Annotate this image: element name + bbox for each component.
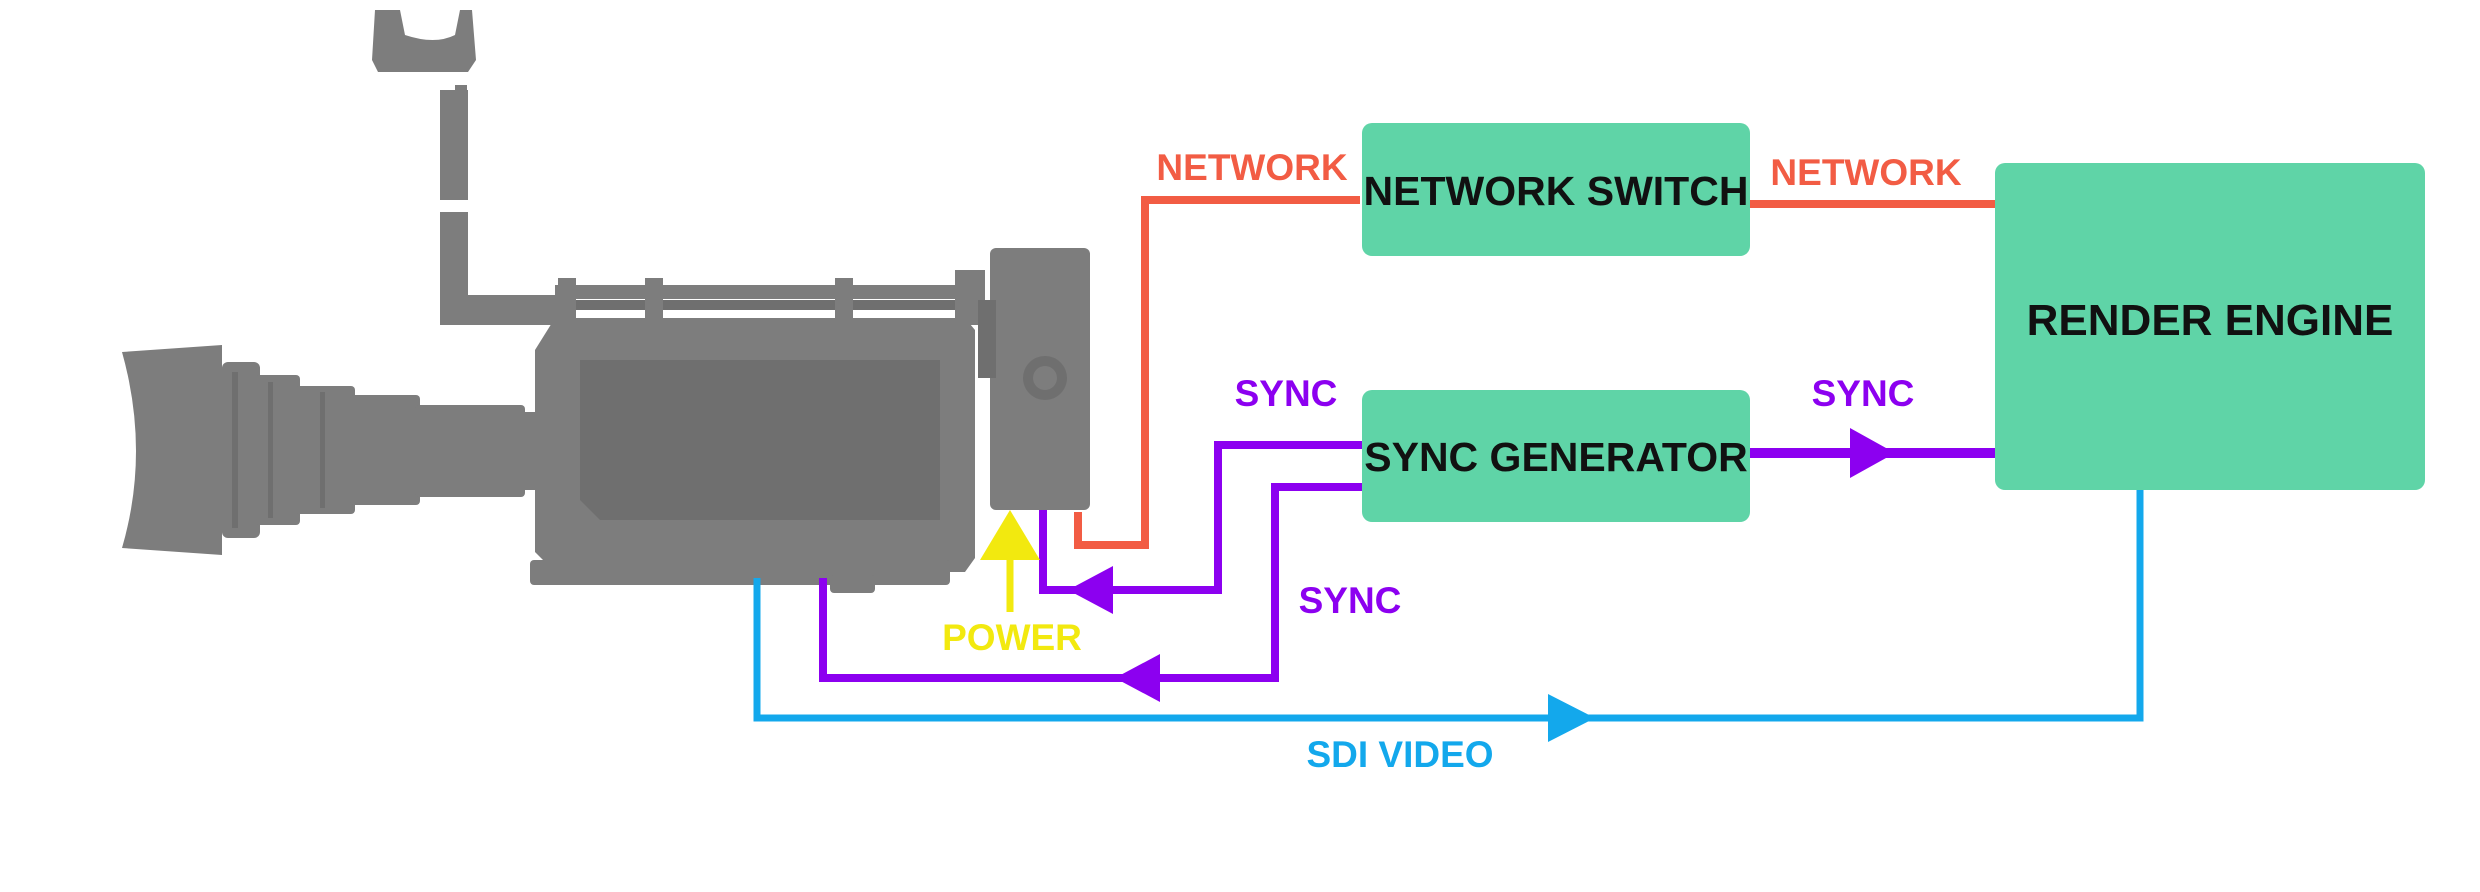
sdi-arrow — [1548, 694, 1595, 742]
network-wire-left — [1074, 196, 1360, 549]
sync-wire-upper — [1039, 441, 1362, 594]
sync-wire-lower — [819, 483, 1362, 682]
sync-generator-label: SYNC GENERATOR — [1364, 434, 1747, 480]
sync-generator-box: SYNC GENERATOR — [1362, 390, 1750, 522]
sync-arrow-upper — [1068, 566, 1113, 614]
network-switch-label: NETWORK SWITCH — [1364, 168, 1749, 214]
sync-arrow-right — [1850, 428, 1895, 478]
sync-label-upper-left: SYNC — [1235, 373, 1338, 414]
sync-arrow-lower — [1115, 654, 1160, 702]
network-label-right: NETWORK — [1770, 152, 1961, 193]
sync-label-lower: SYNC — [1299, 580, 1402, 621]
render-engine-label: RENDER ENGINE — [2027, 296, 2394, 345]
broadcast-camera-icon — [122, 10, 1090, 593]
power-arrow — [980, 510, 1040, 560]
network-switch-box: NETWORK SWITCH — [1362, 123, 1750, 256]
power-label: POWER — [942, 617, 1082, 658]
sdi-video-wire — [753, 490, 2144, 722]
sdi-video-label: SDI VIDEO — [1306, 734, 1493, 775]
network-label-left: NETWORK — [1156, 147, 1347, 188]
render-engine-box: RENDER ENGINE — [1995, 163, 2425, 490]
sync-label-right: SYNC — [1812, 373, 1915, 414]
